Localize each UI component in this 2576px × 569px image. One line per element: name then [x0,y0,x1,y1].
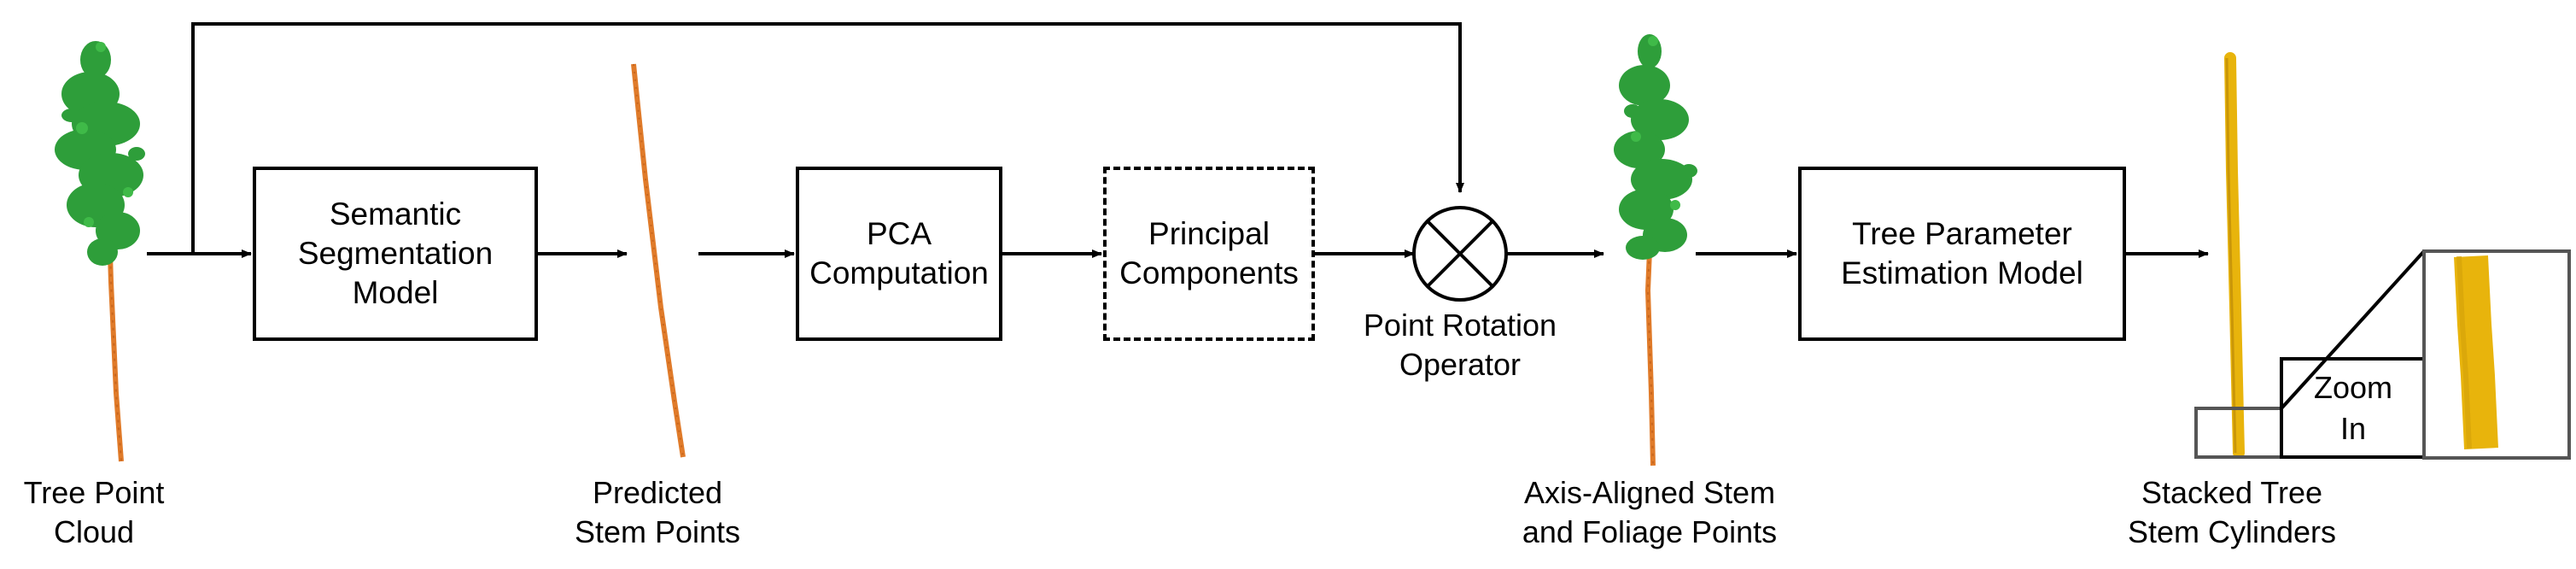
semantic-segmentation-box: Semantic Segmentation Model [253,167,538,341]
semantic-segmentation-label: Semantic Segmentation Model [297,197,494,310]
principal-components-box: Principal Components [1103,167,1315,341]
stacked-cylinders-image [2224,52,2245,459]
zoom-in-label: Zoom In [2313,370,2393,446]
principal-components-label: Principal Components [1119,216,1299,290]
circled-times-icon [1412,206,1508,302]
pca-computation-label: PCA Computation [809,216,989,290]
axis-aligned-caption: Axis-Aligned Stem and Foliage Points [1522,475,1778,549]
zoom-region [2194,249,2571,460]
tree-parameter-estimation-box: Tree Parameter Estimation Model [1798,167,2126,341]
predicted-stem-caption: Predicted Stem Points [574,475,741,549]
tree-parameter-estimation-label: Tree Parameter Estimation Model [1841,216,2083,290]
predicted-stem-image [631,63,686,458]
arrow-skip-to-operator [191,22,1464,254]
stacked-cylinders-caption: Stacked Tree Stem Cylinders [2127,475,2337,549]
point-rotation-operator-caption: Point Rotation Operator [1363,308,1557,382]
axis-aligned-tree-image [1614,34,1697,466]
connectors [147,22,2209,258]
tree-point-cloud-caption: Tree Point Cloud [23,475,165,549]
pca-computation-box: PCA Computation [796,167,1002,341]
tree-point-cloud-image [55,41,145,462]
